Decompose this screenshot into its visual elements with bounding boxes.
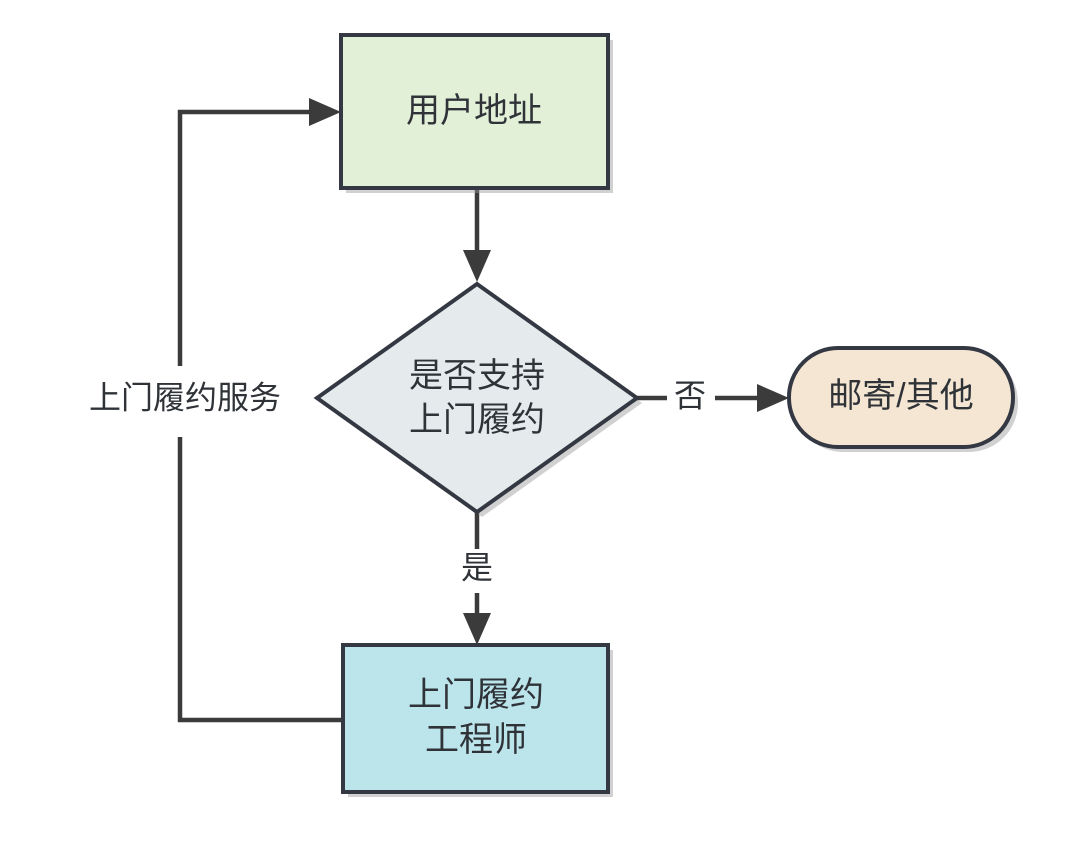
node-mail-other-label: 邮寄/其他 <box>828 377 973 415</box>
edge-line-return-upper <box>177 109 313 366</box>
edge-label-onsite-service-text: 上门履约服务 <box>89 379 281 415</box>
node-user-address-box[interactable] <box>339 33 610 190</box>
node-onsite-engineer-label-line2: 工程师 <box>425 721 527 759</box>
edge-decision-to-engineer <box>463 508 491 645</box>
edge-line-return-lower <box>177 437 343 723</box>
arrow-head-down-to-decision <box>463 250 491 282</box>
edge-label-no-text: 否 <box>674 377 706 413</box>
node-decision-diamond[interactable] <box>313 281 641 515</box>
edge-decision-to-mail <box>637 384 789 412</box>
arrow-head-right-to-mail <box>757 384 789 412</box>
edge-label-no-bg <box>667 376 715 420</box>
edge-address-to-decision <box>463 188 491 282</box>
edge-label-onsite-service: 上门履约服务 <box>68 377 302 423</box>
node-decision-support[interactable]: 是否支持 上门履约 <box>313 281 642 517</box>
edge-label-onsite-service-bg <box>68 377 302 423</box>
edge-engineer-to-address <box>177 98 343 723</box>
node-onsite-engineer[interactable]: 上门履约 工程师 <box>341 643 613 797</box>
edge-label-yes-bg <box>453 549 501 593</box>
edge-label-yes: 是 <box>453 549 501 593</box>
node-mail-other-box[interactable] <box>787 346 1015 449</box>
node-onsite-engineer-box[interactable] <box>341 643 610 794</box>
edge-label-yes-text: 是 <box>461 549 493 585</box>
node-decision-label-line1: 是否支持 <box>409 357 545 395</box>
node-onsite-engineer-label-line1: 上门履约 <box>408 676 544 714</box>
arrow-head-right-to-address <box>309 98 341 126</box>
node-user-address[interactable]: 用户地址 <box>339 33 613 193</box>
node-user-address-label: 用户地址 <box>406 92 542 130</box>
edge-label-no: 否 <box>667 376 715 420</box>
node-mail-other[interactable]: 邮寄/其他 <box>787 346 1018 452</box>
arrow-head-down-to-engineer <box>463 613 491 645</box>
node-decision-label-line2: 上门履约 <box>409 401 545 439</box>
